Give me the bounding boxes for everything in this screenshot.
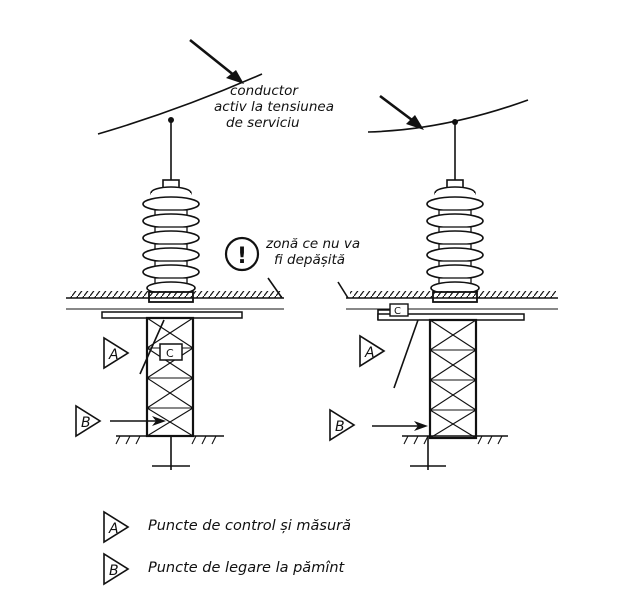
zone-label-line1: zonă ce nu va xyxy=(265,236,360,252)
right-conductor xyxy=(367,94,529,133)
left-marker-c: C xyxy=(166,347,174,360)
legend-item-b: B Puncte de legare la pămînt xyxy=(103,553,346,585)
right-marker-c-label: C xyxy=(394,306,401,317)
right-marker-a-label: A xyxy=(364,345,375,361)
left-conductor xyxy=(97,38,263,135)
left-ground-hatch xyxy=(70,291,282,298)
conductor-label-line2: activ la tensiunea xyxy=(214,99,334,115)
conductor-label-line1: conductor xyxy=(230,83,299,99)
legend: A Puncte de control și măsură B Puncte d… xyxy=(103,511,351,585)
right-ground-hatch xyxy=(350,291,556,298)
right-marker-c: C xyxy=(394,306,401,317)
legend-key-a: A xyxy=(108,521,119,537)
left-marker-a: A xyxy=(103,337,129,369)
right-insulator-icon xyxy=(426,179,484,303)
left-insulator-assembly xyxy=(66,117,284,470)
right-c-box xyxy=(389,303,409,317)
left-marker-b-label: B xyxy=(81,415,91,431)
conductor-label-line3: de serviciu xyxy=(226,115,300,131)
warning-symbol: ! xyxy=(237,244,247,269)
conductor-label: conductor activ la tensiunea de serviciu xyxy=(214,83,334,131)
left-c-box xyxy=(159,343,183,361)
right-marker-b: B xyxy=(329,409,355,441)
warning-icon xyxy=(224,236,260,272)
left-marker-b: B xyxy=(75,405,101,437)
legend-item-a: A Puncte de control și măsură xyxy=(103,511,351,543)
legend-key-b: B xyxy=(109,563,119,579)
left-marker-a-label: A xyxy=(108,347,119,363)
warning-annotation: ! zonă ce nu va fi depășită xyxy=(224,236,360,299)
right-lattice-structure xyxy=(428,318,478,440)
right-marker-a: A xyxy=(359,335,385,367)
left-insulator-icon xyxy=(142,179,200,303)
legend-text-a: Puncte de control și măsură xyxy=(148,518,351,534)
legend-text-b: Puncte de legare la pămînt xyxy=(148,560,346,576)
left-marker-c-label: C xyxy=(166,347,174,360)
right-insulator-assembly xyxy=(346,119,558,470)
zone-label-line2: fi depășită xyxy=(274,252,345,268)
right-marker-b-label: B xyxy=(335,419,345,435)
